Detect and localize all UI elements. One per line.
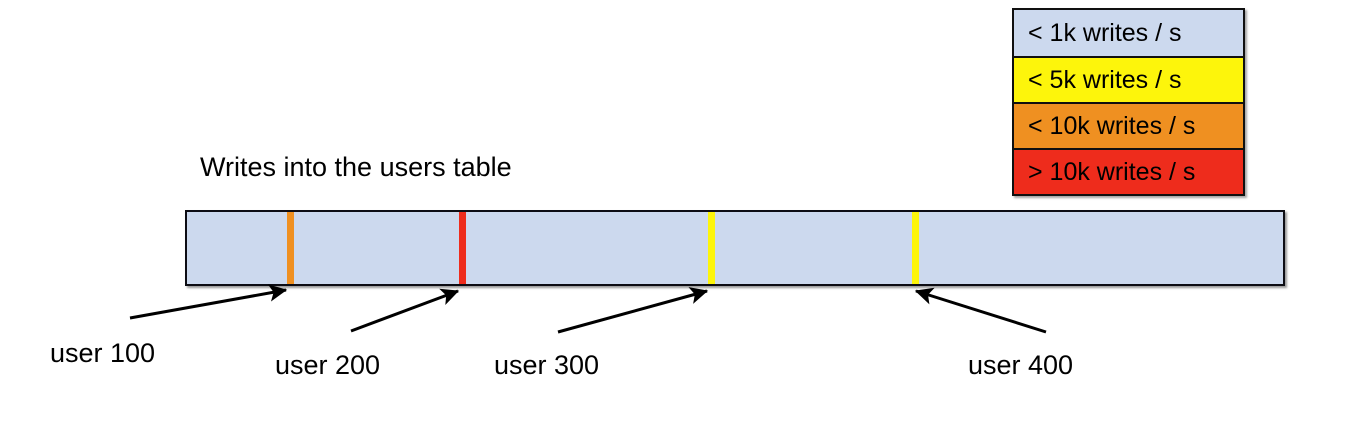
- label-user-300: user 300: [494, 350, 600, 380]
- legend-label-1: < 5k writes / s: [1028, 65, 1182, 94]
- arrow-user-100: [129, 284, 288, 320]
- arrow-user-200: [350, 288, 460, 333]
- legend-label-3: > 10k writes / s: [1028, 157, 1196, 186]
- legend-label-0: < 1k writes / s: [1028, 18, 1182, 47]
- marker-stripe-user-400: [912, 212, 919, 284]
- users-table-bar: [185, 210, 1285, 286]
- label-user-200: user 200: [275, 350, 381, 380]
- chart-title: Writes into the users table: [200, 152, 512, 182]
- arrow-user-400: [914, 287, 1047, 334]
- marker-stripe-user-300: [708, 212, 715, 284]
- legend-label-2: < 10k writes / s: [1028, 111, 1196, 140]
- legend-box: < 1k writes / s < 5k writes / s < 10k wr…: [1012, 8, 1245, 196]
- label-user-100: user 100: [50, 338, 156, 368]
- arrow-user-300: [557, 287, 709, 334]
- legend-row-3: > 10k writes / s: [1014, 148, 1243, 194]
- legend-row-2: < 10k writes / s: [1014, 102, 1243, 148]
- legend-row-0: < 1k writes / s: [1014, 10, 1243, 56]
- label-user-400: user 400: [968, 350, 1074, 380]
- legend-row-1: < 5k writes / s: [1014, 56, 1243, 102]
- bar-fill: [187, 212, 1283, 284]
- marker-stripe-user-200: [459, 212, 466, 284]
- marker-stripe-user-100: [287, 212, 294, 284]
